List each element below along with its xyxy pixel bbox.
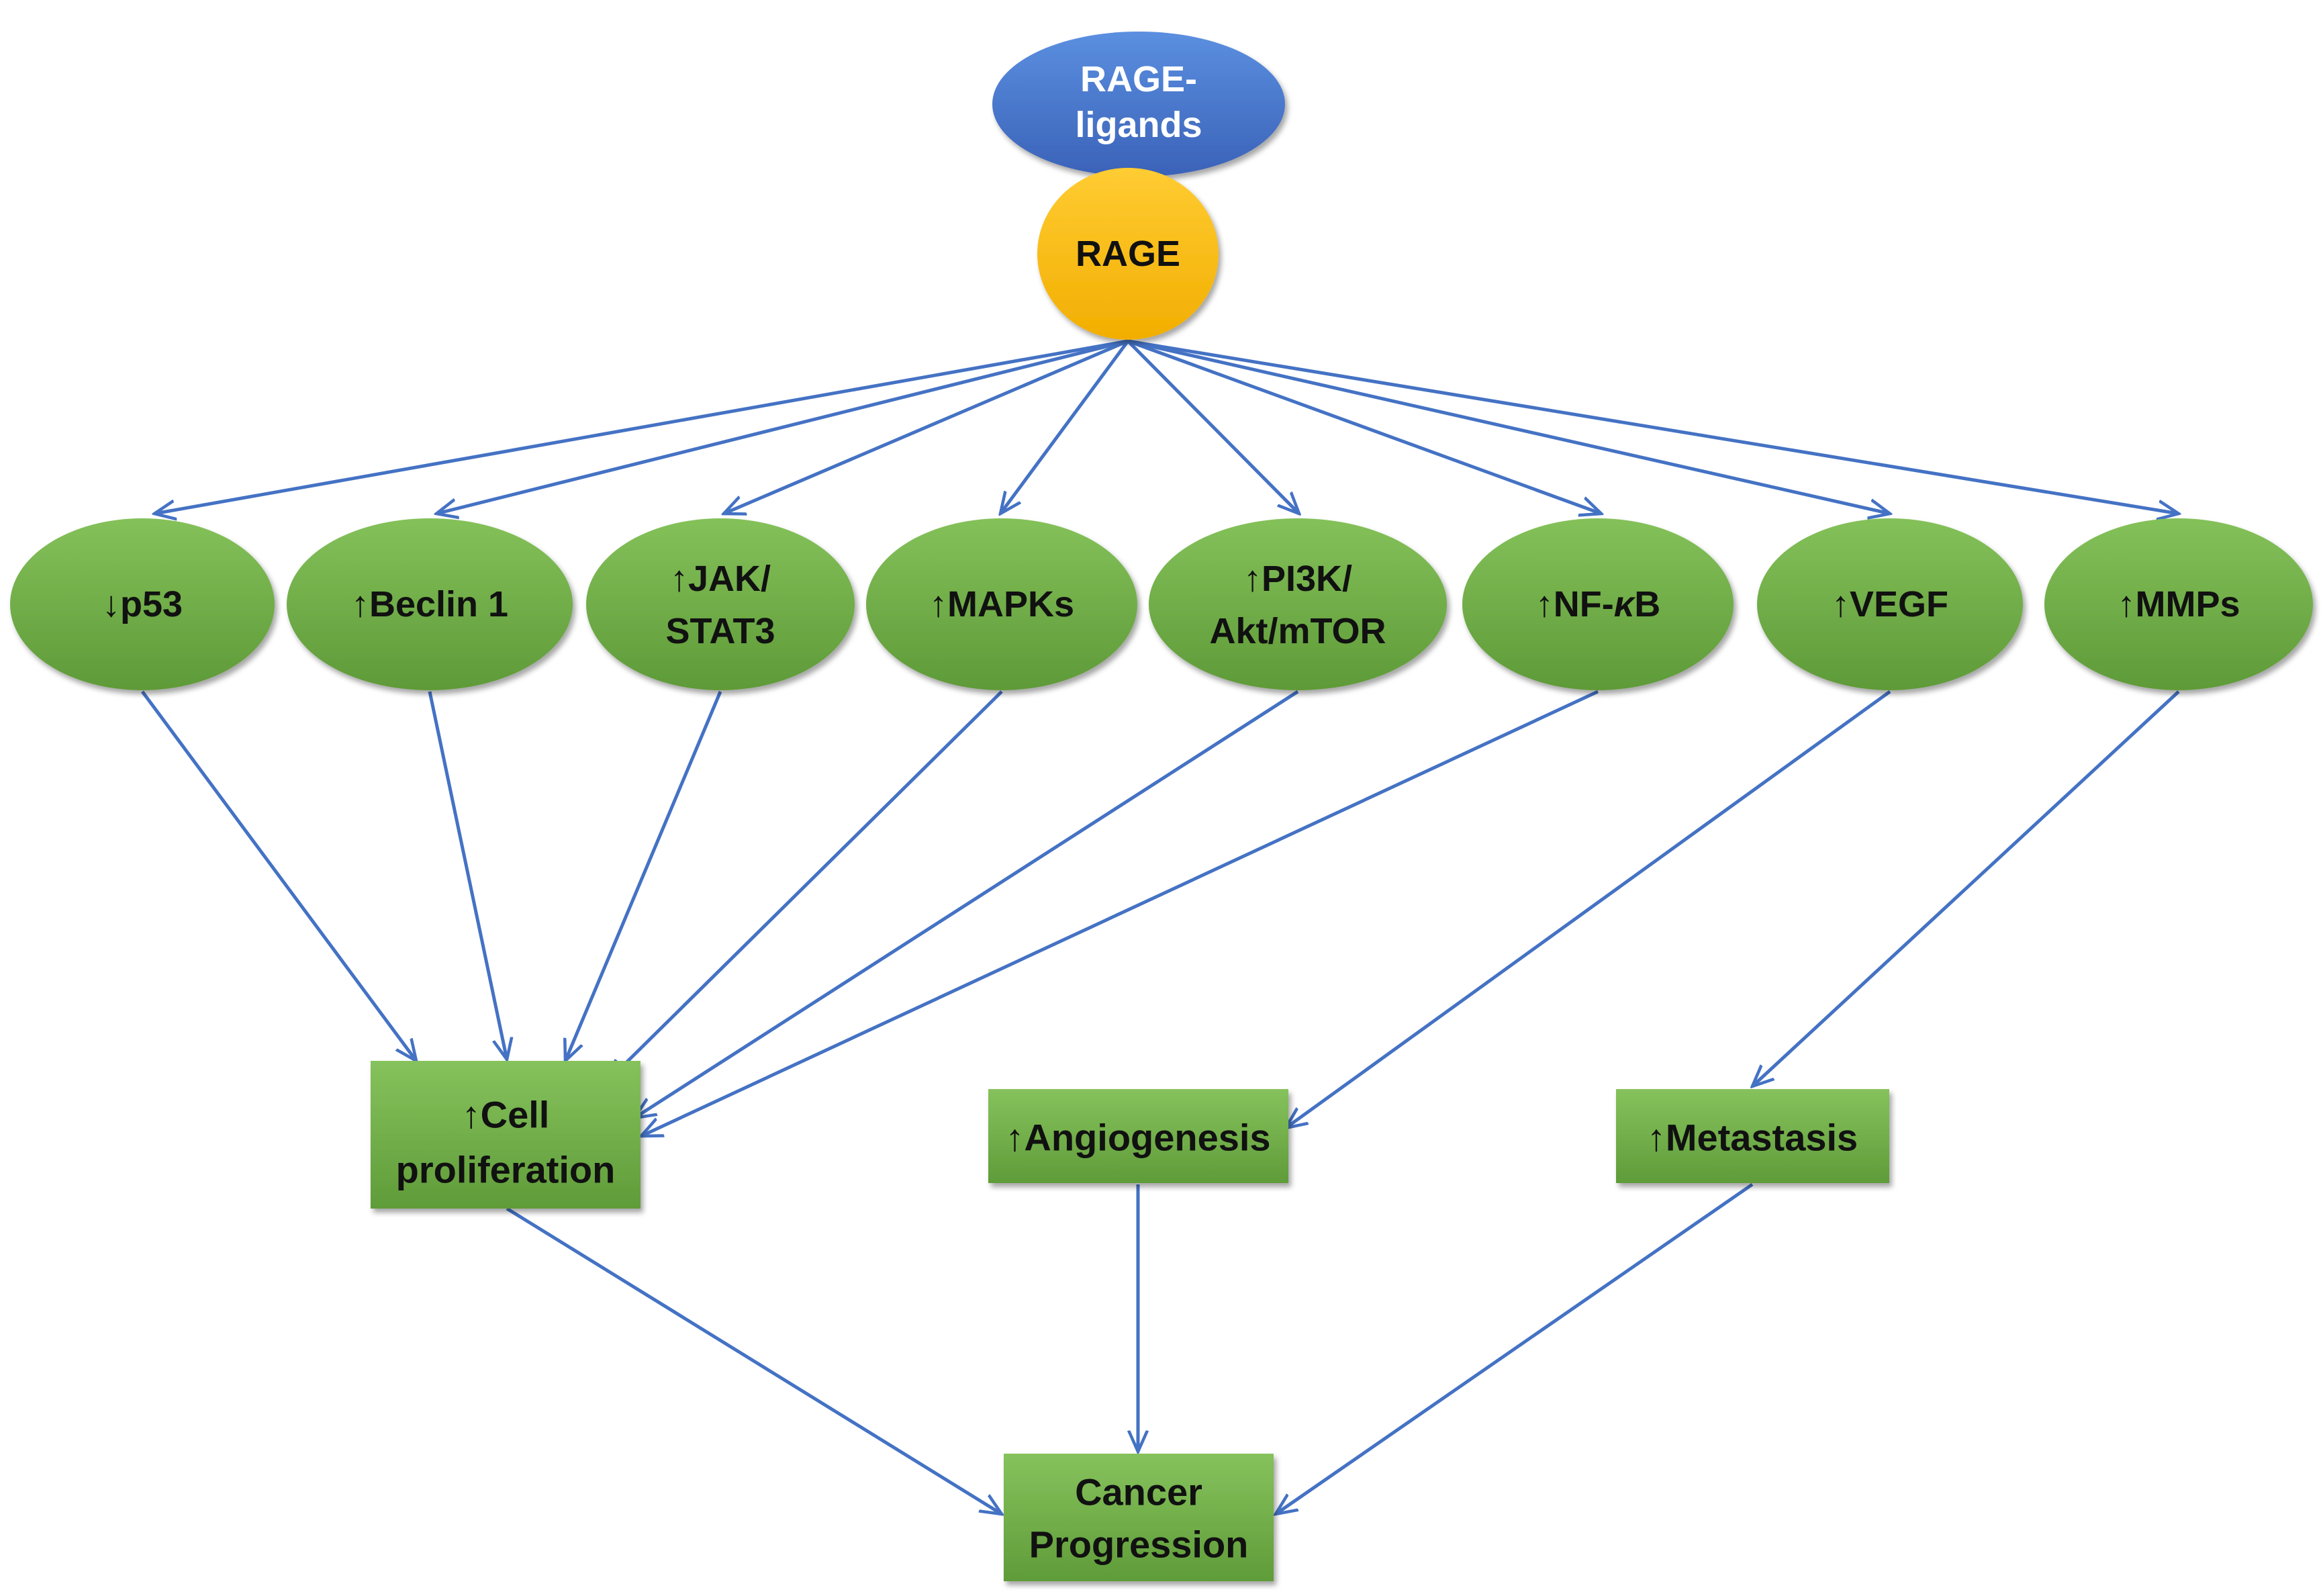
angiogenesis-label: ↑Angiogenesis [1005,1117,1270,1159]
nf-kb-ellipse [1462,518,1734,690]
node-mmps: ↑MMPs [2044,518,2313,690]
arrow-rage-to-mmps [1127,339,2179,514]
jak-stat3-ellipse [586,518,855,690]
node-cancer-progression: Cancer Progression [1004,1454,1274,1581]
node-cell-proliferation: ↑Cell proliferation [371,1061,641,1209]
cancer-progression-label-line1: Cancer [1075,1471,1202,1513]
jak-stat3-label-line2: STAT3 [665,611,775,651]
arrow-vegf-to-angiogenesis [1286,690,1891,1128]
node-angiogenesis: ↑Angiogenesis [988,1089,1288,1183]
rage-ligands-label-line2: ligands [1075,105,1202,145]
arrow-mapks-to-cell-proliferation [608,690,1003,1081]
vegf-label: ↑VEGF [1832,584,1948,624]
node-nf-kb: ↑NF-κB [1462,518,1734,690]
arrow-beclin1-to-cell-proliferation [428,691,507,1060]
nf-kb-label: ↑NF-κB [1535,584,1661,624]
arrow-cell-proliferation-to-cancer-progression [506,1207,1002,1514]
pi3k-ellipse [1149,518,1447,690]
pi3k-label-line1: ↑PI3K/ [1243,559,1352,599]
rage-label: RAGE [1076,234,1180,274]
arrow-rage-to-p53 [154,339,1129,514]
beclin1-ellipse [287,518,573,690]
arrow-jak-stat3-to-cell-proliferation [565,691,722,1061]
arrow-rage-to-jak-stat3 [724,339,1129,514]
arrow-metastasis-to-cancer-progression [1276,1182,1754,1514]
mapks-label: ↑MAPKs [929,584,1074,624]
mapks-ellipse [866,518,1137,690]
metastasis-box [1616,1089,1889,1183]
p53-ellipse [10,518,275,690]
node-rage: RAGE [1037,168,1219,340]
nf-kb-label-prefix: ↑NF- [1535,584,1614,624]
jak-stat3-label-line1: ↑JAK/ [670,559,771,599]
connector-arrows [140,339,2180,1514]
arrow-nfkb-to-cell-proliferation [641,690,1599,1136]
arrow-pi3k-to-cell-proliferation [634,690,1299,1118]
cell-proliferation-label-line2: proliferation [396,1149,616,1191]
p53-label: ↓p53 [102,584,183,624]
mmps-ellipse [2044,518,2313,690]
node-vegf: ↑VEGF [1757,518,2023,690]
mmps-label: ↑MMPs [2117,584,2240,624]
cell-proliferation-label-line1: ↑Cell [462,1094,550,1136]
cell-proliferation-box [371,1061,641,1209]
node-p53: ↓p53 [10,518,275,690]
metastasis-label: ↑Metastasis [1647,1117,1858,1159]
node-pi3k-akt-mtor: ↑PI3K/ Akt/mTOR [1149,518,1447,690]
node-mapks: ↑MAPKs [866,518,1137,690]
arrow-p53-to-cell-proliferation [140,690,416,1061]
arrow-rage-to-beclin1 [436,339,1129,514]
arrow-rage-to-mapks [1000,340,1130,514]
cancer-progression-box [1004,1454,1274,1581]
arrow-rage-to-nfkb [1127,339,1601,514]
nf-kb-label-suffix: B [1634,584,1660,624]
rage-ligands-ellipse [992,32,1285,177]
cancer-progression-label-line2: Progression [1029,1523,1249,1566]
nf-kb-label-kappa: κ [1614,584,1636,624]
node-jak-stat3: ↑JAK/ STAT3 [586,518,855,690]
angiogenesis-box [988,1089,1288,1183]
rage-ellipse [1037,168,1219,340]
arrow-rage-to-pi3k [1127,340,1299,514]
rage-ligands-label-line1: RAGE- [1080,59,1197,99]
arrow-mmps-to-metastasis [1752,690,2180,1086]
pi3k-label-line2: Akt/mTOR [1209,611,1386,651]
beclin1-label: ↑Beclin 1 [351,584,508,624]
node-metastasis: ↑Metastasis [1616,1089,1889,1183]
node-beclin1: ↑Beclin 1 [287,518,573,690]
arrow-rage-to-vegf [1127,339,1890,514]
node-rage-ligands: RAGE- ligands [992,32,1285,177]
vegf-ellipse [1757,518,2023,690]
